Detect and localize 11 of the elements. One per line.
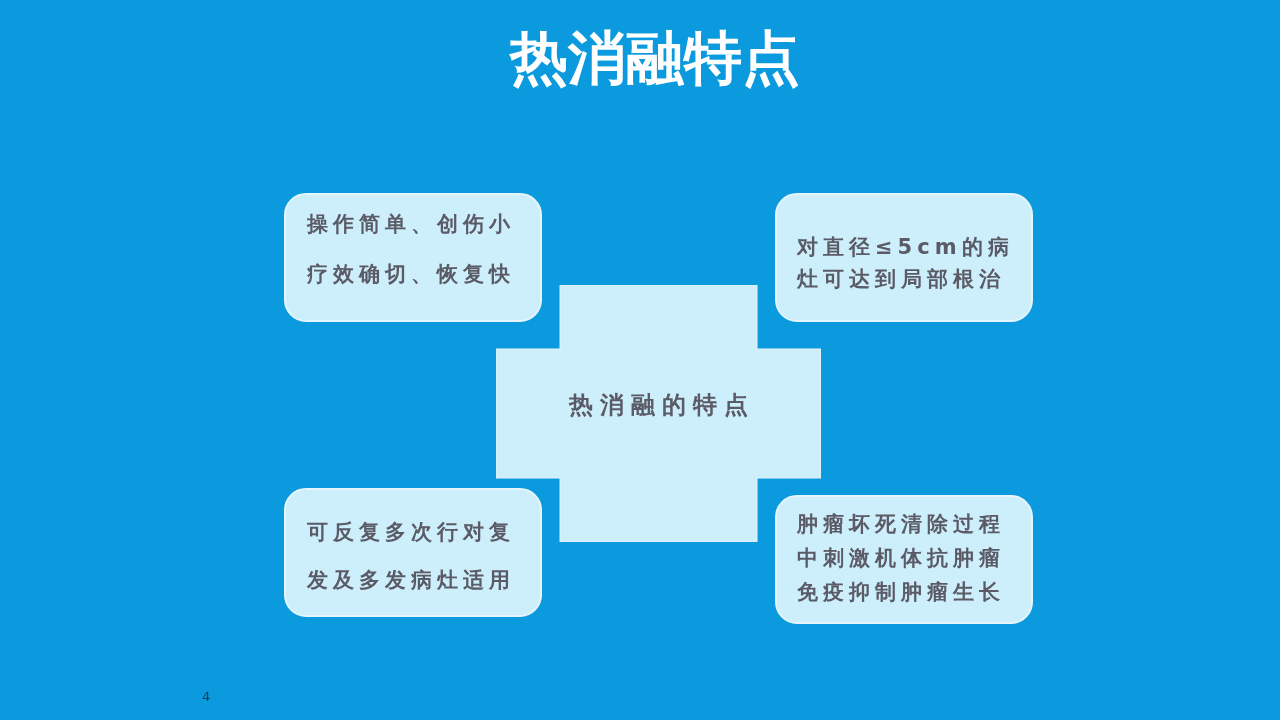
feature-text: 肿瘤坏死清除过程中刺激机体抗肿瘤免疫抑制肿瘤生长 xyxy=(797,511,1006,606)
feature-text: 可反复多次行对复发及多发病灶适用 xyxy=(307,519,516,594)
feature-text: 对直径≤5cm的病灶可达到局部根治 xyxy=(797,234,1015,293)
slide-title: 热消融特点 xyxy=(510,23,800,94)
feature-card xyxy=(284,193,542,322)
feature-card xyxy=(775,495,1033,624)
feature-card xyxy=(775,193,1033,322)
feature-card xyxy=(284,488,542,617)
feature-text: 操作简单、创伤小疗效确切、恢复快 xyxy=(307,211,516,288)
center-heading: 热消融的特点 xyxy=(567,390,755,421)
page-number: 4 xyxy=(202,689,211,704)
